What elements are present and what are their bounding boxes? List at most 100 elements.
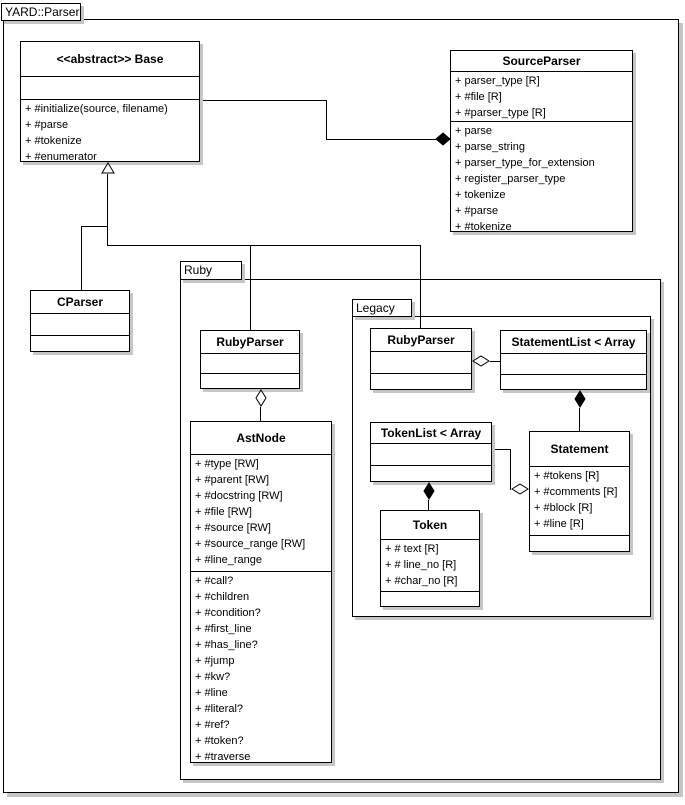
edge-tokenlist-statement-v <box>510 449 511 490</box>
class-member: + #docstring [RW] <box>195 490 283 502</box>
methods-compartment <box>31 336 129 351</box>
methods-compartment: + #call? + #children + #condition? + #fi… <box>191 572 331 762</box>
package-legacy-tab: Legacy <box>352 299 412 317</box>
class-member: + #parse <box>25 119 69 131</box>
class-title: SourceParser <box>451 51 632 72</box>
diagram-title-tab: YARD::Parser <box>1 3 81 21</box>
class-title: AstNode <box>191 422 331 455</box>
methods-compartment <box>371 374 471 389</box>
edge-base-sourceparser-h2 <box>326 139 436 140</box>
class-member: + #line [R] <box>534 518 584 530</box>
attributes-compartment <box>31 314 129 336</box>
class-member: + #has_line? <box>195 639 258 651</box>
class-box-tokenlist: TokenList < Array <box>370 422 492 482</box>
attributes-compartment <box>501 354 646 375</box>
class-member: + #source [RW] <box>195 522 271 534</box>
methods-compartment <box>371 466 491 481</box>
attributes-compartment: + parser_type [R] + #file [R] + #parser_… <box>451 72 632 122</box>
package-ruby-tab: Ruby <box>180 261 242 280</box>
methods-compartment: + parse + parse_string + parser_type_for… <box>451 122 632 231</box>
class-member: + #enumerator <box>25 151 97 161</box>
methods-compartment <box>501 375 646 389</box>
class-member: + #file [RW] <box>195 506 252 518</box>
class-member: + #parent [RW] <box>195 474 270 486</box>
edge-inherit-legacyparser-v <box>420 246 421 328</box>
class-member: + #block [R] <box>534 502 593 514</box>
class-title: CParser <box>31 291 129 314</box>
attributes-compartment <box>21 77 199 100</box>
class-member: + #kw? <box>195 671 231 683</box>
class-member: + parse <box>455 125 492 137</box>
class-member: + #comments [R] <box>534 486 618 498</box>
class-title: Statement <box>530 432 629 467</box>
class-box-cparser: CParser <box>30 290 130 352</box>
class-member: + #condition? <box>195 607 261 619</box>
edge-inherit-rubyparser-v <box>250 246 251 330</box>
class-title: RubyParser <box>201 331 299 354</box>
methods-compartment: + #initialize(source, filename) + #parse… <box>21 100 199 161</box>
class-member: + parse_string <box>455 141 526 153</box>
edge-inherit-main-h <box>107 245 421 246</box>
aggregation-diamond-statement <box>511 483 529 495</box>
class-member: + #jump <box>195 655 235 667</box>
edge-rubyparser-astnode-v <box>260 407 261 421</box>
attributes-compartment: + # text [R] + # line_no [R] + #char_no … <box>381 540 479 592</box>
class-box-sourceparser: SourceParser + parser_type [R] + #file [… <box>450 50 633 232</box>
edge-tokenlist-token-v <box>428 500 429 510</box>
class-box-legacy-rubyparser: RubyParser <box>370 328 472 390</box>
class-box-base: <<abstract>> Base + #initialize(source, … <box>20 41 200 162</box>
class-member: + parser_type_for_extension <box>455 157 595 169</box>
edge-inherit-cparser-h <box>81 226 108 227</box>
class-member: + #file [R] <box>455 91 502 103</box>
class-member: + #tokenize <box>25 135 82 147</box>
class-member: + #token? <box>195 735 244 747</box>
class-member: + #first_line <box>195 623 252 635</box>
class-member: + #traverse <box>195 751 251 762</box>
inheritance-triangle <box>101 162 115 174</box>
package-ruby-label: Ruby <box>184 263 213 277</box>
edge-base-sourceparser-h1 <box>200 100 327 101</box>
composition-diamond-statementlist <box>574 390 586 408</box>
attributes-compartment <box>371 444 491 466</box>
class-member: + #parser_type [R] <box>455 107 546 119</box>
class-member: + # text [R] <box>385 543 439 555</box>
methods-compartment <box>530 536 629 551</box>
attributes-compartment <box>371 352 471 374</box>
attributes-compartment <box>201 354 299 374</box>
class-title: StatementList < Array <box>501 331 646 354</box>
diagram-title: YARD::Parser <box>5 5 80 19</box>
aggregation-diamond-rubyparser <box>255 389 267 407</box>
class-member: + #char_no [R] <box>385 575 458 587</box>
package-legacy-label: Legacy <box>356 301 395 315</box>
class-title: RubyParser <box>371 329 471 352</box>
class-member: + #line_range <box>195 554 262 566</box>
class-box-statementlist: StatementList < Array <box>500 330 647 390</box>
class-member: + register_parser_type <box>455 173 566 185</box>
edge-inherit-cparser-v <box>81 227 82 290</box>
class-member: + #call? <box>195 575 234 587</box>
edge-legacyparser-statementlist-h <box>490 361 500 362</box>
class-member: + #line <box>195 687 228 699</box>
class-member: + parser_type [R] <box>455 75 540 87</box>
methods-compartment <box>381 592 479 606</box>
composition-diamond-sourceparser <box>435 132 451 146</box>
attributes-compartment: + #tokens [R] + #comments [R] + #block [… <box>530 467 629 536</box>
class-member: + #ref? <box>195 719 230 731</box>
class-member: + #source_range [RW] <box>195 538 306 550</box>
edge-tokenlist-statement-h <box>492 449 511 450</box>
class-member: + #parse <box>455 205 499 217</box>
class-box-astnode: AstNode + #type [RW] + #parent [RW] + #d… <box>190 421 332 763</box>
edge-base-sourceparser-v <box>326 100 327 140</box>
composition-diamond-tokenlist <box>423 482 435 500</box>
class-box-ruby-rubyparser: RubyParser <box>200 330 300 389</box>
class-title: TokenList < Array <box>371 423 491 444</box>
edge-statementlist-statement-v <box>579 408 580 431</box>
class-title: Token <box>381 511 479 540</box>
class-member: + #initialize(source, filename) <box>25 103 168 115</box>
class-member: + #tokenize <box>455 221 512 231</box>
class-title: <<abstract>> Base <box>21 42 199 77</box>
class-member: + #children <box>195 591 250 603</box>
class-member: + #type [RW] <box>195 458 259 470</box>
class-member: + #literal? <box>195 703 244 715</box>
edge-inherit-stem <box>107 174 108 245</box>
